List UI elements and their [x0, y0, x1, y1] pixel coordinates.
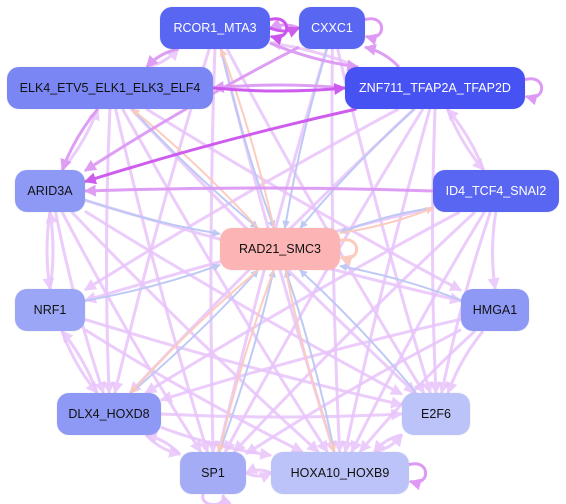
edge-rcor1-to-sp1	[206, 48, 219, 454]
node-label: E2F6	[421, 407, 451, 421]
edge-cxxc1-to-rad21	[282, 48, 329, 229]
edge-arid3a-to-hoxa10	[70, 210, 320, 454]
edge-rcor1-to-znf711	[269, 41, 360, 72]
edge-rad21-to-rcor1	[219, 48, 275, 229]
edge-rad21-to-id4	[339, 206, 434, 234]
edge-hmga1-to-sp1	[244, 328, 462, 456]
node-dlx4[interactable]: DLX4_HOXD8	[57, 393, 161, 435]
self-loop-znf711	[524, 77, 543, 106]
edge-rad21-to-dlx4	[130, 269, 259, 394]
self-loop-sp1	[201, 493, 232, 504]
edge-znf711-to-nrf1	[83, 107, 400, 292]
edge-rad21-to-sp1	[217, 269, 275, 453]
self-loop-rcor1	[269, 17, 288, 46]
self-loop-hoxa10	[408, 462, 427, 491]
node-cxxc1[interactable]: CXXC1	[299, 7, 365, 49]
edge-rcor1-to-e2f6	[225, 48, 426, 395]
node-label: DLX4_HOXD8	[68, 407, 150, 421]
node-label: HOXA10_HOXB9	[290, 466, 390, 480]
edge-arid3a-to-rad21	[84, 198, 221, 237]
edge-hoxa10-to-sp1	[244, 462, 272, 475]
edge-id4-to-znf711	[446, 108, 485, 171]
edge-hmga1-to-dlx4	[159, 317, 462, 403]
node-e2f6[interactable]: E2F6	[402, 393, 470, 435]
edge-dlx4-to-hoxa10	[160, 425, 273, 460]
node-znf711[interactable]: ZNF711_TFAP2A_TFAP2D	[345, 67, 525, 109]
edge-dlx4-to-nrf1	[60, 330, 99, 394]
edge-elk4-to-arid3a	[60, 108, 99, 172]
edge-elk4-to-dlx4	[102, 108, 115, 395]
node-label: SP1	[201, 466, 225, 480]
edge-nrf1-to-hoxa10	[84, 328, 304, 454]
edge-elk4-to-znf711	[212, 83, 347, 95]
edge-e2f6-to-hoxa10	[372, 433, 403, 453]
node-label: ID4_TCF4_SNAI2	[445, 184, 547, 198]
edge-znf711-to-rad21	[299, 108, 416, 229]
edge-id4-to-sp1	[232, 210, 476, 454]
edge-elk4-to-sp1	[114, 108, 210, 454]
node-nrf1[interactable]: NRF1	[15, 289, 85, 331]
edge-nrf1-to-dlx4	[60, 330, 99, 394]
node-rcor1[interactable]: RCOR1_MTA3	[160, 7, 270, 49]
edge-znf711-to-arid3a	[83, 107, 357, 185]
node-label: RCOR1_MTA3	[173, 21, 257, 35]
edge-nrf1-to-arid3a	[45, 210, 58, 290]
edge-dlx4-to-e2f6	[160, 408, 404, 421]
edge-e2f6-to-rad21	[299, 269, 417, 394]
node-hmga1[interactable]: HMGA1	[461, 289, 529, 331]
node-label: ARID3A	[27, 184, 73, 198]
node-label: ZNF711_TFAP2A_TFAP2D	[359, 81, 511, 95]
edge-nrf1-to-rad21	[84, 263, 221, 302]
edge-sp1-to-hoxa10	[245, 471, 273, 484]
node-rad21[interactable]: RAD21_SMC3	[220, 228, 340, 270]
edge-znf711-to-hoxa10	[341, 108, 432, 454]
edge-hmga1-to-hoxa10	[358, 329, 477, 453]
self-loop-cxxc1	[364, 17, 383, 46]
edge-arid3a-to-elk4	[61, 107, 100, 171]
edge-elk4-to-hoxa10	[121, 108, 329, 454]
edge-id4-to-dlx4	[144, 210, 461, 395]
edge-cxxc1-to-rcor1	[268, 18, 300, 30]
node-label: ELK4_ETV5_ELK1_ELK3_ELF4	[19, 81, 201, 95]
edge-id4-to-rad21	[339, 206, 434, 234]
node-label: RAD21_SMC3	[239, 242, 321, 256]
edge-rcor1-to-rad21	[220, 48, 276, 229]
edge-znf711-to-sp1	[223, 108, 425, 454]
edge-arid3a-to-nrf1	[42, 211, 55, 291]
node-label: CXXC1	[311, 21, 353, 35]
node-hoxa10[interactable]: HOXA10_HOXB9	[271, 452, 409, 494]
edge-znf711-to-id4	[446, 108, 485, 171]
edge-id4-to-arid3a	[83, 184, 434, 197]
edge-rcor1-to-cxxc1	[269, 26, 301, 38]
edge-rad21-to-elk4	[131, 108, 259, 229]
edge-hmga1-to-e2f6	[445, 330, 485, 395]
node-arid3a[interactable]: ARID3A	[15, 170, 85, 212]
node-sp1[interactable]: SP1	[180, 452, 246, 494]
node-label: NRF1	[33, 303, 67, 317]
edge-rcor1-to-elk4	[145, 47, 179, 69]
self-loop-rad21	[339, 238, 358, 267]
node-id4[interactable]: ID4_TCF4_SNAI2	[433, 170, 559, 212]
edge-znf711-to-elk4	[211, 81, 346, 93]
edge-sp1-to-dlx4	[144, 431, 182, 456]
edge-dlx4-to-rad21	[130, 269, 259, 394]
node-elk4[interactable]: ELK4_ETV5_ELK1_ELK3_ELF4	[7, 67, 213, 109]
edge-hoxa10-to-rad21	[284, 269, 336, 453]
edge-sp1-to-rad21	[218, 269, 276, 453]
node-label: HMGA1	[472, 303, 518, 317]
edge-hmga1-to-rad21	[339, 263, 462, 302]
edge-znf711-to-cxxc1	[363, 43, 401, 69]
edge-id4-to-hmga1	[487, 211, 500, 291]
edge-elk4-to-rad21	[131, 108, 259, 229]
edge-rad21-to-hoxa10	[284, 269, 336, 453]
edge-arid3a-to-e2f6	[84, 209, 404, 396]
